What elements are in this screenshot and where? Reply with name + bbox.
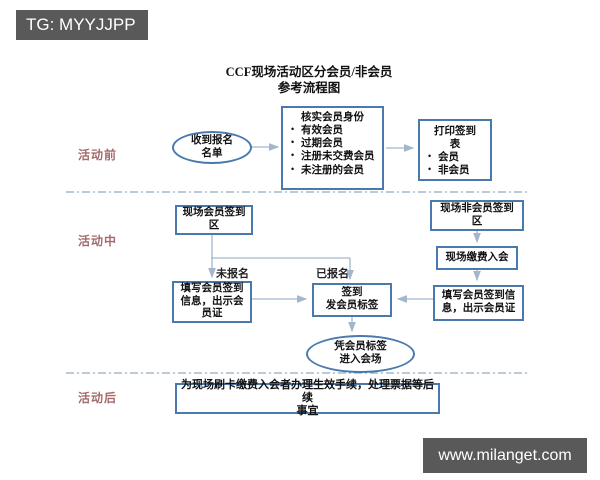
diagram-title-line2: 参考流程图 <box>277 80 341 95</box>
node-member-signin-area: 现场会员签到 区 <box>175 205 253 235</box>
website-watermark-badge: www.milanget.com <box>423 438 587 473</box>
node-enter-venue: 凭会员标签 进入会场 <box>306 335 415 373</box>
verify-item: 有效会员 <box>291 124 377 137</box>
edge-label-registered: 已报名 <box>316 268 349 280</box>
node-fill-member-info: 填写会员签到 信息，出示会 员证 <box>172 281 252 323</box>
print-item: 非会员 <box>428 164 485 177</box>
node-fill-new-member-info: 填写会员签到信 息，出示会员证 <box>433 285 524 321</box>
print-heading: 打印签到 表 <box>434 126 476 151</box>
print-item: 会员 <box>428 151 485 164</box>
phase-label-during: 活动中 <box>78 234 118 248</box>
verify-list: 有效会员 过期会员 注册未交费会员 未注册的会员 <box>288 124 377 177</box>
edge-label-not-registered: 未报名 <box>216 268 249 280</box>
phase-label-after: 活动后 <box>78 391 118 405</box>
tg-watermark-text: TG: MYYJJPP <box>26 15 136 34</box>
node-post-event-followup: 为现场刷卡缴费入会者办理生效手续，处理票据等后续 事宜 <box>175 379 440 417</box>
node-pay-onsite: 现场缴费入会 <box>436 246 518 270</box>
verify-item: 未注册的会员 <box>291 164 377 177</box>
verify-heading: 核实会员身份 <box>301 112 364 123</box>
node-verify-membership: 核实会员身份 有效会员 过期会员 注册未交费会员 未注册的会员 <box>281 106 384 190</box>
node-nonmember-signin-area: 现场非会员签到 区 <box>430 200 524 231</box>
diagram-title-line1: CCF现场活动区分会员/非会员 <box>225 65 393 79</box>
verify-item: 过期会员 <box>291 137 377 150</box>
node-print-signin-sheet: 打印签到 表 会员 非会员 <box>418 119 492 181</box>
node-receive-registration-list: 收到报名 名单 <box>172 131 252 164</box>
print-list: 会员 非会员 <box>425 151 485 177</box>
website-watermark-text: www.milanget.com <box>438 446 572 464</box>
tg-watermark-badge: TG: MYYJJPP <box>16 10 148 40</box>
verify-item: 注册未交费会员 <box>291 150 377 163</box>
diagram-title: CCF现场活动区分会员/非会员 参考流程图 <box>199 65 419 96</box>
phase-label-before: 活动前 <box>78 148 118 162</box>
node-signin-issue-tag: 签到 发会员标签 <box>312 283 392 317</box>
